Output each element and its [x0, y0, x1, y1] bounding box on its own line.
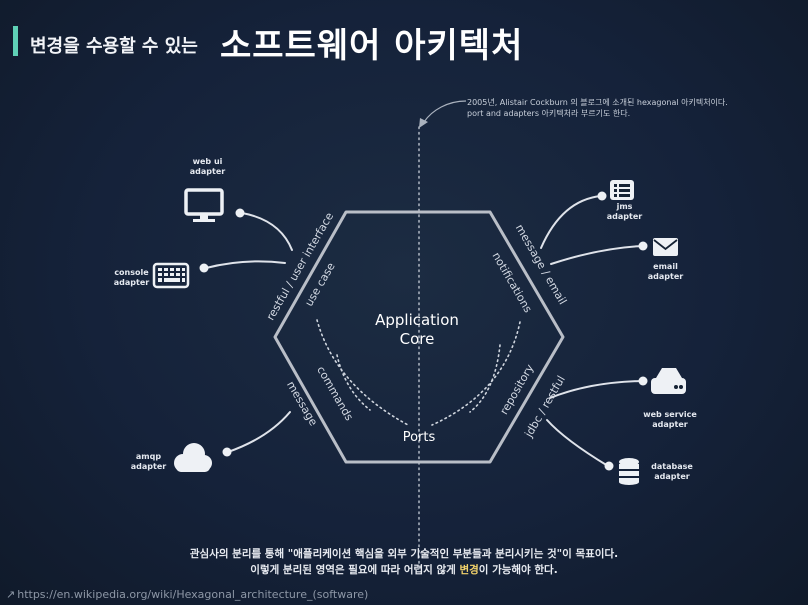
history-note: 2005년, Alistair Cockburn 의 블로그에 소개된 hexa…	[467, 97, 728, 119]
web-ui-adapter-label: web ui adapter	[189, 157, 226, 176]
connector-jms	[540, 195, 602, 249]
connector-dot-jms	[597, 191, 607, 201]
connector-web-service	[549, 380, 643, 399]
amqp-adapter-label: amqp adapter	[130, 452, 167, 471]
page-title: 소프트웨어 아키텍처	[220, 26, 524, 66]
history-note-line1: 2005년, Alistair Cockburn 의 블로그에 소개된 hexa…	[467, 98, 728, 107]
history-note-line2: port and adapters 아키텍처라 부르기도 한다.	[467, 109, 631, 118]
dotted-arc-left-top	[336, 354, 371, 411]
dotted-arc-right-top	[469, 344, 501, 413]
cloud-icon	[174, 443, 212, 472]
caption-line2: 이렇게 분리된 영역은 필요에 따라 어렵지 않게 변경이 가능해야 한다.	[250, 564, 558, 576]
connector-web-ui	[241, 212, 293, 251]
dotted-arc-right	[431, 321, 521, 426]
database-adapter-label: database adapter	[651, 462, 693, 481]
source-link[interactable]: ↗https://en.wikipedia.org/wiki/Hexagonal…	[6, 588, 368, 601]
keyboard-icon	[152, 262, 190, 289]
source-url[interactable]: https://en.wikipedia.org/wiki/Hexagonal_…	[17, 588, 369, 601]
connector-dot-database	[604, 461, 614, 471]
web-service-adapter-label: web service adapter	[643, 410, 697, 429]
server-icon	[651, 368, 686, 394]
connector-console	[205, 260, 286, 269]
hexagon	[273, 210, 565, 464]
envelope-icon	[653, 238, 678, 256]
connector-dot-email	[638, 241, 648, 251]
dotted-arc-left	[316, 319, 409, 426]
connector-dot-web-service	[638, 376, 648, 386]
note-arrow	[423, 100, 467, 123]
email-adapter-label: email adapter	[647, 262, 684, 281]
highlight-word: 변경	[459, 564, 479, 576]
console-adapter-label: console adapter	[113, 268, 150, 287]
database-icon	[619, 458, 639, 485]
list-icon	[610, 180, 634, 200]
jms-adapter-label: jms adapter	[606, 202, 643, 221]
external-link-icon: ↗	[6, 588, 16, 601]
connector-dot-console	[199, 263, 209, 273]
title-accent-bar	[13, 26, 18, 56]
connector-email	[550, 245, 643, 265]
application-core-label: Application Core	[375, 311, 459, 348]
connector-dot-amqp	[222, 447, 232, 457]
page-subtitle: 변경을 수용할 수 있는	[30, 36, 198, 57]
connector-dot-web-ui	[235, 208, 245, 218]
ports-label: Ports	[402, 430, 436, 445]
caption-line1: 관심사의 분리를 통해 "애플리케이션 핵심을 외부 기술적인 부분들과 분리시…	[189, 548, 619, 560]
note-arrow-head	[419, 118, 428, 128]
connector-amqp	[227, 411, 291, 453]
monitor-icon	[184, 188, 224, 222]
connector-database	[546, 419, 609, 467]
